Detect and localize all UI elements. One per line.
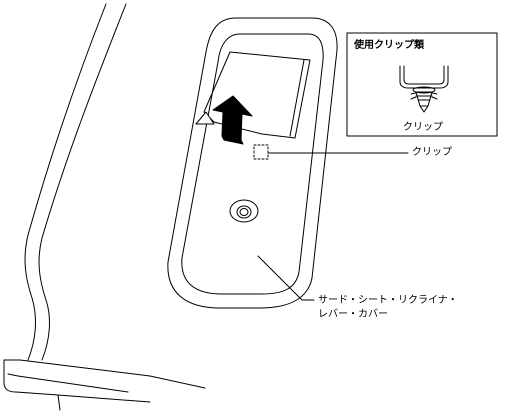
inset-title: 使用クリップ類 bbox=[354, 40, 424, 51]
up-arrow-icon bbox=[212, 95, 253, 145]
lever-cover-outer bbox=[167, 17, 338, 309]
cover-callout-line2: レバー・カバー bbox=[318, 309, 388, 320]
release-lever-panel bbox=[203, 51, 311, 139]
clip-icon bbox=[399, 65, 449, 113]
clip-location-marker bbox=[253, 144, 269, 160]
cover-callout-line1: サード・シート・リクライナ・ bbox=[318, 295, 458, 306]
lever-cover-inner bbox=[181, 33, 324, 295]
inset-clip-label: クリップ bbox=[403, 122, 443, 133]
seat-back-outline bbox=[24, 3, 127, 361]
cover-leader-line bbox=[257, 255, 315, 301]
inset-box bbox=[346, 32, 498, 137]
seat-base-outline bbox=[3, 359, 206, 411]
bolt-hole bbox=[229, 199, 259, 223]
clip-callout: クリップ bbox=[412, 147, 452, 158]
